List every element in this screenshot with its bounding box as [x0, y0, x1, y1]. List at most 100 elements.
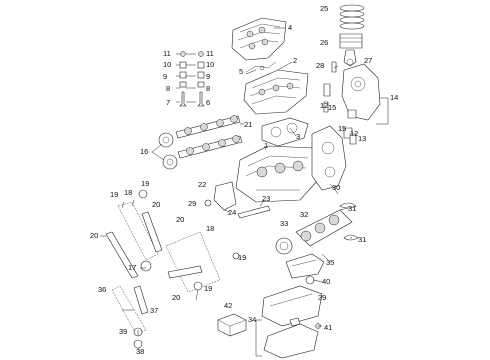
- callout-32: 32: [300, 210, 308, 219]
- callout-18a: 18: [124, 188, 132, 197]
- valve-spring-icon: [197, 51, 205, 107]
- callout-15a: 15: [328, 103, 336, 112]
- callout-13: 13: [358, 134, 366, 143]
- camshaft-upper-icon: [175, 115, 241, 139]
- callout-8b: 8: [166, 84, 170, 93]
- callout-15b: 15: [338, 124, 346, 133]
- callout-23: 23: [262, 194, 270, 203]
- callout-17: 17: [128, 263, 136, 272]
- leader-lines: [100, 27, 389, 357]
- timing-cover-icon: [311, 125, 347, 191]
- callout-22: 22: [198, 180, 206, 189]
- piston-icon: [339, 33, 363, 49]
- crankshaft-icon: [295, 209, 353, 247]
- guide-rod-icon: [237, 205, 271, 219]
- sprocket-icon: [140, 260, 152, 272]
- chain-guide-icon: [105, 231, 139, 279]
- callout-21: 21: [244, 120, 252, 129]
- bearing-upper-icon: [339, 202, 357, 209]
- callout-20d: 20: [172, 293, 180, 302]
- callout-11b: 11: [206, 49, 214, 58]
- callout-39a: 39: [119, 327, 127, 336]
- cylinder-head-upper-icon: [231, 17, 287, 61]
- oil-pan-lower-icon: [263, 323, 319, 359]
- callout-10a: 10: [163, 60, 171, 69]
- callout-19d: 19: [204, 284, 212, 293]
- bearing-lower-icon: [343, 234, 359, 241]
- tensioner-icon: [193, 281, 203, 291]
- oil-pump-icon: [305, 275, 315, 285]
- callout-31a: 31: [348, 204, 356, 213]
- callout-1: 1: [264, 141, 268, 150]
- callout-38: 38: [136, 347, 144, 356]
- callout-3: 3: [296, 132, 300, 141]
- callout-12a: 12: [320, 101, 328, 110]
- callout-26: 26: [320, 38, 328, 47]
- control-module-icon: [217, 313, 247, 337]
- callout-42: 42: [224, 301, 232, 310]
- callout-37: 37: [150, 306, 158, 315]
- callout-31b: 31: [358, 235, 366, 244]
- callout-35: 35: [326, 258, 334, 267]
- callout-20b: 20: [152, 200, 160, 209]
- seal-icon: [204, 199, 212, 207]
- cam-sprocket-icon: [158, 132, 178, 170]
- callout-28: 28: [316, 61, 324, 70]
- callout-16: 16: [140, 147, 148, 156]
- piston-rings-icon: [339, 4, 365, 30]
- cam-gasket-icon: [245, 61, 277, 73]
- chain-guide-icon: [167, 265, 203, 279]
- callout-6: 6: [206, 98, 210, 107]
- callout-20a: 20: [90, 231, 98, 240]
- oil-pan-upper-icon: [285, 253, 325, 279]
- callout-19b: 19: [141, 179, 149, 188]
- callout-24: 24: [228, 208, 236, 217]
- callout-29: 29: [188, 199, 196, 208]
- oil-strainer-icon: [289, 317, 301, 327]
- chain-guide-icon: [141, 211, 163, 253]
- callout-27: 27: [364, 56, 372, 65]
- oil-pump-cover-icon: [341, 63, 381, 121]
- callout-41: 41: [324, 323, 332, 332]
- crank-pulley-icon: [275, 237, 293, 255]
- callout-39b: 39: [318, 293, 326, 302]
- callout-10b: 10: [206, 60, 214, 69]
- callout-40: 40: [322, 277, 330, 286]
- idler-bracket-icon: [213, 181, 237, 211]
- head-gasket-icon: [261, 117, 309, 147]
- timing-chain-lower-icon: [111, 285, 147, 335]
- callout-25: 25: [320, 4, 328, 13]
- gasket-bolt-icon: [259, 65, 265, 71]
- bolt-icon: [331, 61, 337, 73]
- connecting-rod-icon: [343, 49, 357, 67]
- callout-19a: 19: [110, 190, 118, 199]
- oil-pan-icon: [261, 285, 323, 327]
- callout-12b: 12: [350, 129, 358, 138]
- timing-chain-right-icon: [165, 231, 221, 293]
- callout-8a: 8: [206, 84, 210, 93]
- chain-guide-icon: [133, 285, 149, 315]
- callout-19c: 19: [238, 253, 246, 262]
- callout-11a: 11: [163, 49, 171, 58]
- callout-7: 7: [166, 98, 170, 107]
- callout-9b: 9: [206, 72, 210, 81]
- tensioner-icon: [138, 189, 148, 199]
- callout-34: 34: [248, 315, 256, 324]
- callout-9a: 9: [163, 72, 167, 81]
- callout-36: 36: [98, 285, 106, 294]
- callout-14: 14: [390, 93, 398, 102]
- engine-block-icon: [235, 145, 319, 203]
- callout-18b: 18: [206, 224, 214, 233]
- callout-5: 5: [239, 67, 243, 76]
- timing-chain-left-icon: [117, 201, 159, 261]
- callout-33: 33: [280, 219, 288, 228]
- callout-20c: 20: [176, 215, 184, 224]
- valve-lifter-icon: [179, 51, 187, 107]
- callout-4: 4: [288, 23, 292, 32]
- cylinder-head-lower-icon: [243, 69, 309, 115]
- bracket-small-icon: [323, 83, 357, 145]
- callout-30: 30: [332, 183, 340, 192]
- callout-2: 2: [293, 56, 297, 65]
- camshaft-lower-icon: [177, 135, 243, 159]
